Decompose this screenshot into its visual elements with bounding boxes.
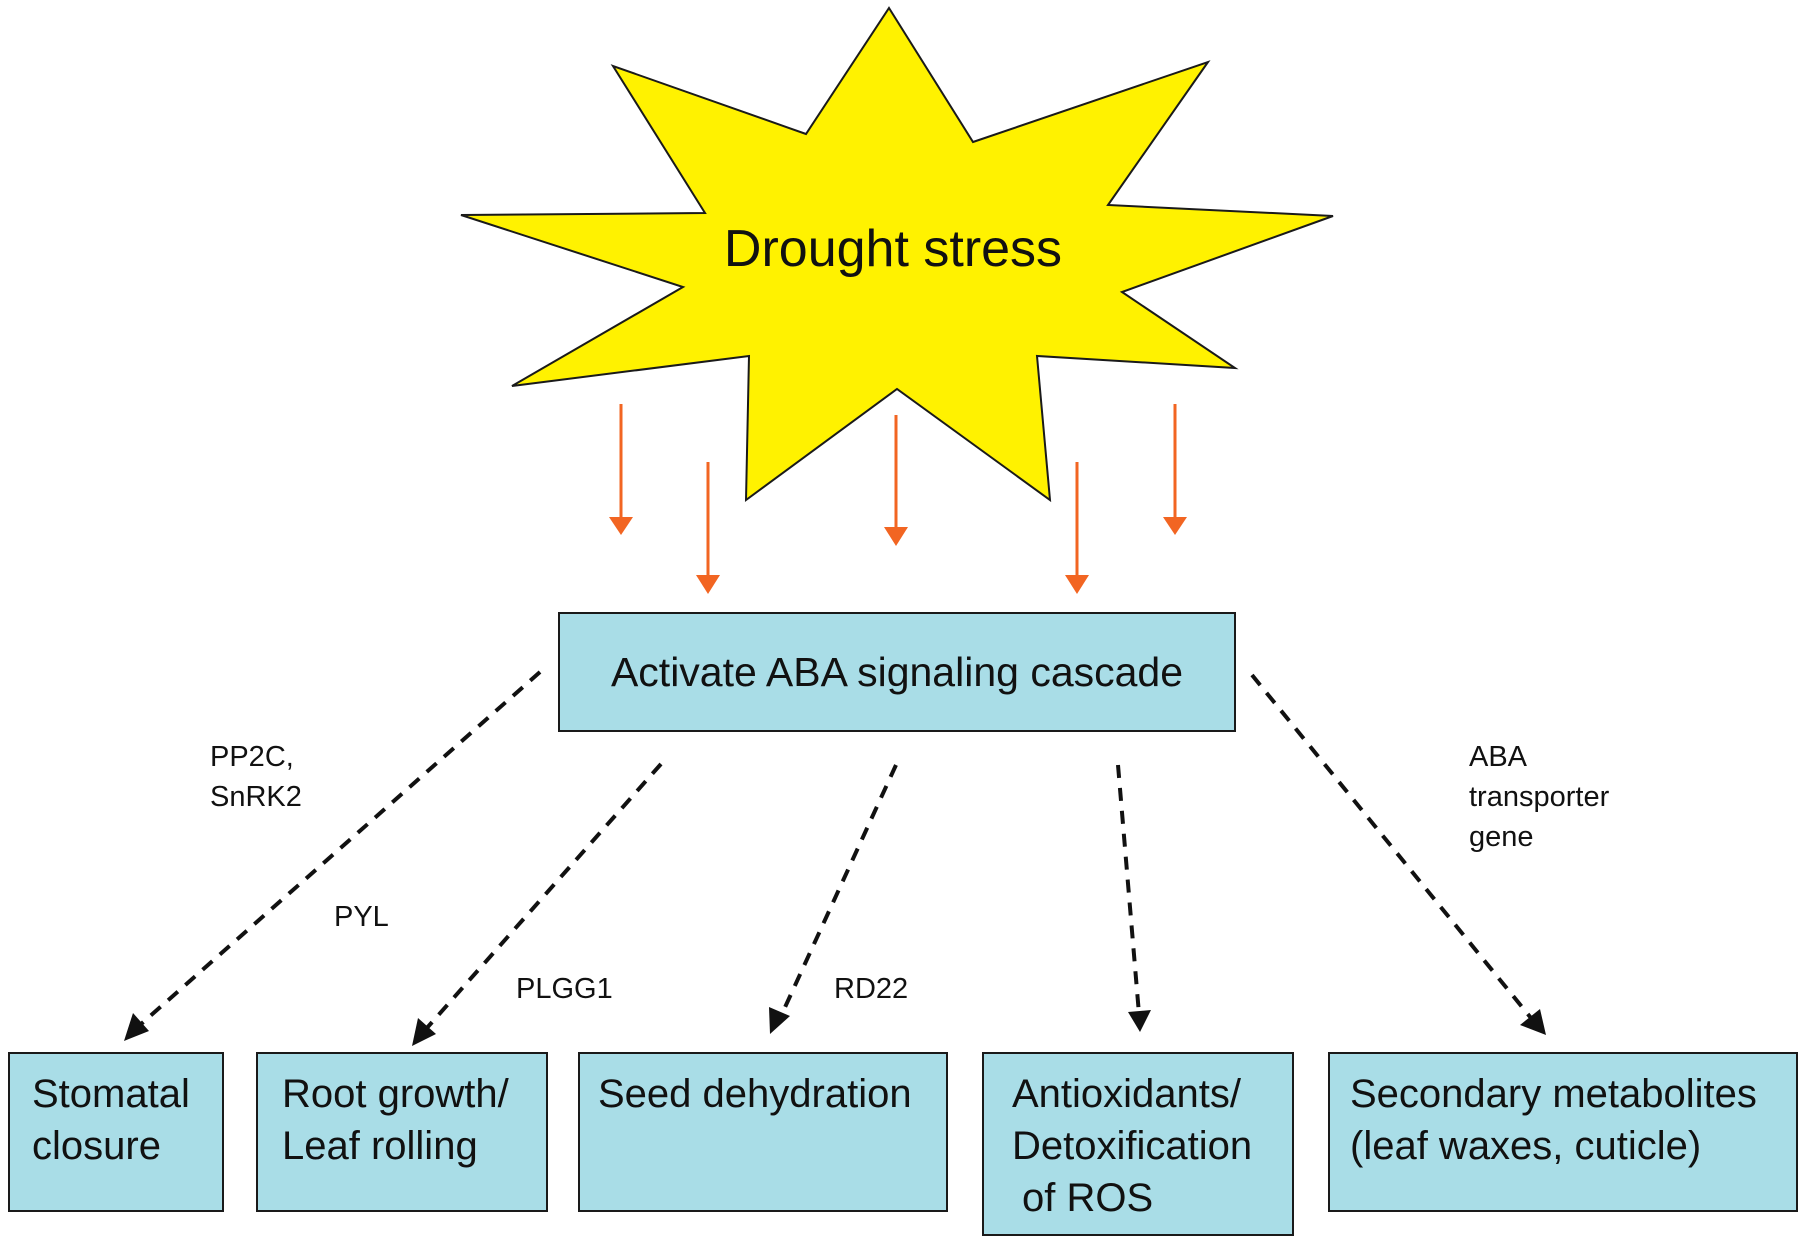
dashed-arrowhead-root xyxy=(412,1018,436,1046)
outcome-line: (leaf waxes, cuticle) xyxy=(1350,1124,1702,1168)
stress-arrowhead-1 xyxy=(609,517,633,535)
stress-arrowhead-3 xyxy=(884,527,908,546)
drought-stress-label: Drought stress xyxy=(724,220,1062,278)
edge-label-line: transporter xyxy=(1469,781,1610,813)
outcome-line: Seed dehydration xyxy=(598,1072,912,1116)
aba-signaling-box: Activate ABA signaling cascade xyxy=(558,612,1236,732)
edge-label-line: PP2C, xyxy=(210,741,294,773)
edge-label-line: PYL xyxy=(334,901,389,933)
outcome-line: Stomatal xyxy=(32,1072,190,1116)
edge-label-line: SnRK2 xyxy=(210,781,302,813)
edge-label-plgg1: PLGG1 xyxy=(516,969,613,1009)
outcome-line: of ROS xyxy=(1022,1176,1154,1220)
outcome-line: closure xyxy=(32,1124,161,1168)
dashed-arrow-stomatal xyxy=(138,670,542,1027)
edge-label-line: gene xyxy=(1469,821,1534,853)
edge-label-rd22: RD22 xyxy=(834,969,908,1009)
edge-label-pyl: PYL xyxy=(334,897,389,937)
outcome-line: Detoxification xyxy=(1012,1124,1253,1168)
dashed-arrow-antioxidants xyxy=(1116,764,1141,1015)
edge-label-pp2c-snrk2: PP2C, SnRK2 xyxy=(210,737,302,817)
outcome-box-seed-dehydration: Seed dehydration xyxy=(578,1052,948,1212)
dashed-arrowhead-antioxidants xyxy=(1128,1010,1151,1032)
dashed-arrowhead-secondary xyxy=(1520,1009,1546,1035)
outcome-box-root-growth: Root growth/ Leaf rolling xyxy=(256,1052,548,1212)
stress-arrowhead-2 xyxy=(696,575,720,594)
stress-arrowhead-5 xyxy=(1163,517,1187,535)
dashed-arrow-secondary xyxy=(1250,673,1533,1020)
drought-stress-star xyxy=(460,6,1334,503)
edge-label-line: ABA xyxy=(1469,741,1528,773)
edge-label-line: RD22 xyxy=(834,973,909,1005)
edge-label-aba-transporter: ABA transporter gene xyxy=(1469,737,1609,857)
edge-label-line: PLGG1 xyxy=(516,973,613,1005)
outcome-line: Root growth/ xyxy=(282,1072,509,1116)
outcome-box-stomatal-closure: Stomatal closure xyxy=(8,1052,224,1212)
outcome-line: Secondary metabolites xyxy=(1350,1072,1757,1116)
outcome-box-secondary-metabolites: Secondary metabolites (leaf waxes, cutic… xyxy=(1328,1052,1798,1212)
outcome-box-antioxidants: Antioxidants/ Detoxification of ROS xyxy=(982,1052,1294,1236)
stress-arrowhead-4 xyxy=(1065,575,1089,594)
outcome-line: Antioxidants/ xyxy=(1012,1072,1242,1116)
dashed-arrow-seed xyxy=(779,764,898,1017)
dashed-arrowhead-seed xyxy=(769,1007,790,1034)
aba-signaling-label: Activate ABA signaling cascade xyxy=(610,648,1184,695)
outcome-line: Leaf rolling xyxy=(282,1124,478,1168)
dashed-arrowhead-stomatal xyxy=(124,1013,149,1041)
